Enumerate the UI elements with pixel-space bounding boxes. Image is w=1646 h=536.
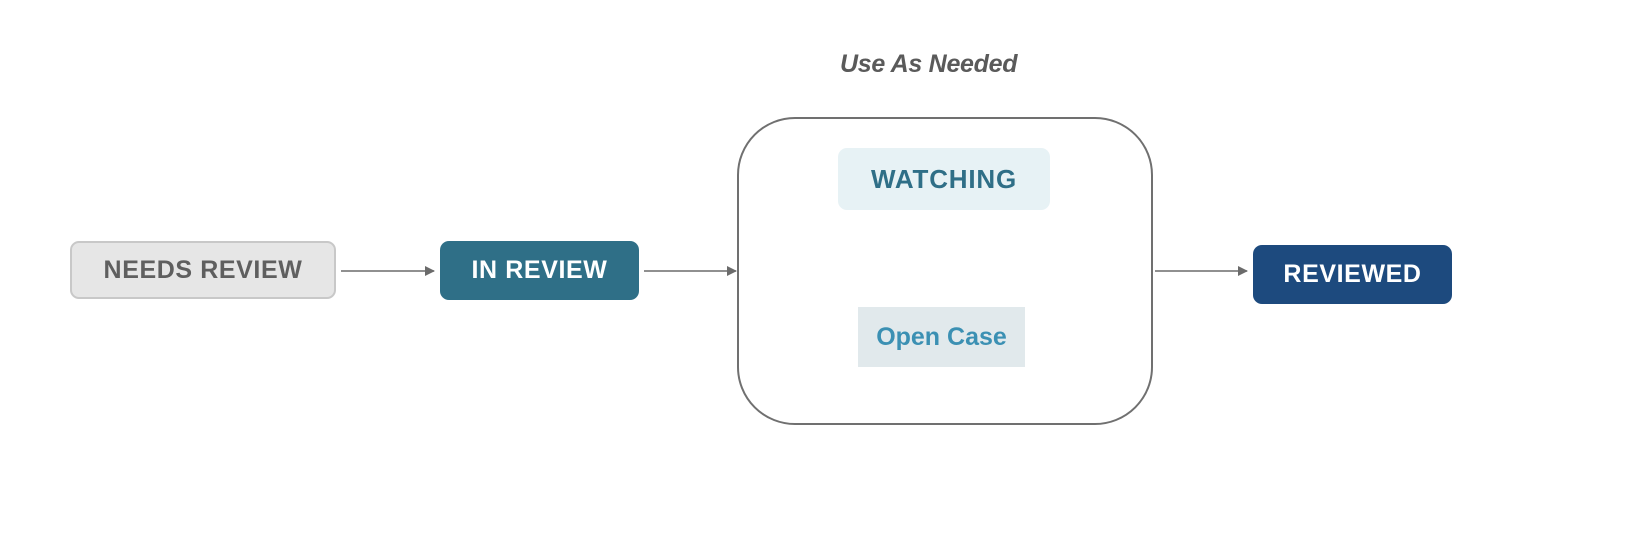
state-reviewed: REVIEWED — [1253, 245, 1452, 304]
state-in-review: IN REVIEW — [440, 241, 639, 300]
state-watching: WATCHING — [838, 148, 1050, 210]
state-open-case: Open Case — [858, 307, 1025, 367]
state-needs-review: NEEDS REVIEW — [70, 241, 336, 299]
group-caption: Use As Needed — [840, 50, 1018, 78]
